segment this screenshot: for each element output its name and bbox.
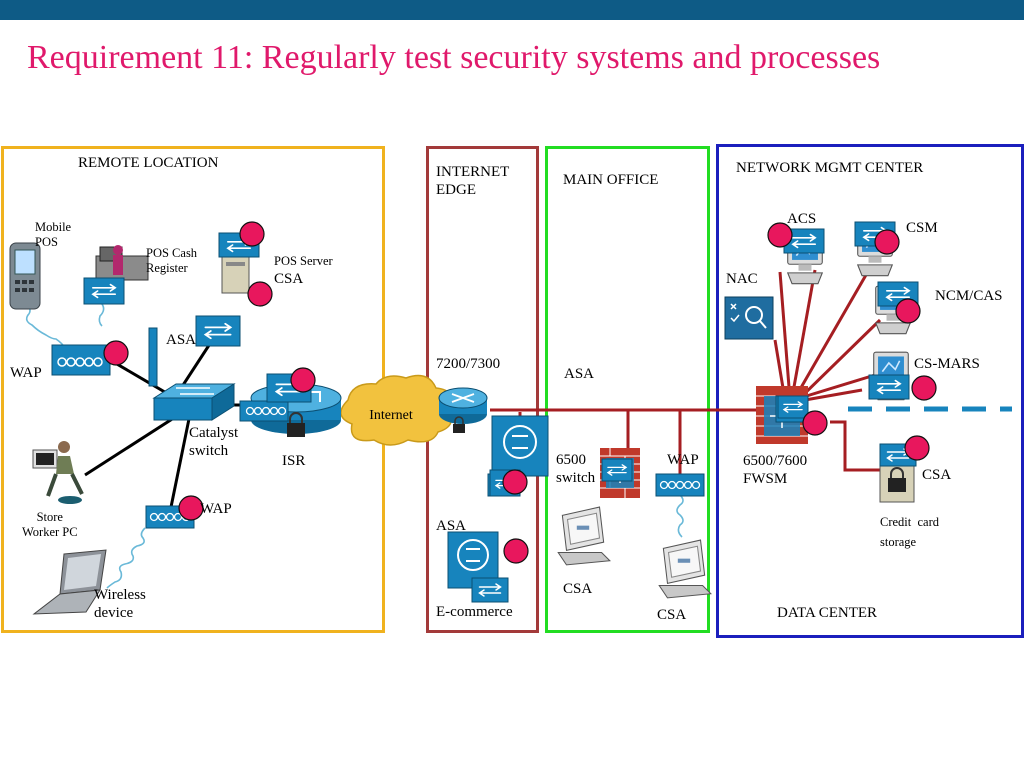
csa-main-1-pc-icon xyxy=(557,506,611,566)
wap-main-label: WAP xyxy=(667,452,699,468)
pos-cash-register-icon xyxy=(95,245,149,281)
internet-label: Internet xyxy=(369,408,413,423)
marker-isr xyxy=(290,367,316,393)
store-worker-pc-label: Store Worker PC xyxy=(22,510,78,539)
network-mgmt-title: NETWORK MGMT CENTER xyxy=(736,160,924,176)
ncm-cas-label: NCM/CAS xyxy=(935,288,1003,304)
asa-remote-label: ASA xyxy=(166,332,197,348)
pos-server-label: POS Server xyxy=(274,254,333,268)
wap-main-icon xyxy=(655,473,705,497)
marker-pos-csa xyxy=(247,281,273,307)
csm-label: CSM xyxy=(906,220,938,236)
internet-edge-title: INTERNET EDGE xyxy=(436,164,510,198)
network-mgmt-center-zone xyxy=(716,144,1024,638)
wap-remote-2-label: WAP xyxy=(200,501,232,517)
mobile-pos-icon xyxy=(9,242,41,310)
nac-label: NAC xyxy=(726,271,758,287)
marker-group xyxy=(103,221,937,564)
marker-ncm xyxy=(895,298,921,324)
marker-asa-main xyxy=(502,469,528,495)
asa-main-icon xyxy=(491,415,549,477)
wap-remote-1-icon xyxy=(51,344,111,376)
isr-lock-icon xyxy=(287,412,305,437)
csa-main-1-label: CSA xyxy=(563,581,593,597)
cs-mars-label: CS-MARS xyxy=(914,356,980,372)
marker-fwsm xyxy=(802,410,828,436)
marker-pos-server xyxy=(239,221,265,247)
wireless-device-label: Wireless device xyxy=(94,587,146,621)
catalyst-switch-label: Catalyst switch xyxy=(189,425,239,459)
main-office-zone xyxy=(545,146,710,633)
router-7200-label: 7200/7300 xyxy=(436,356,501,372)
asa-edge-label: ASA xyxy=(436,518,467,534)
marker-csm xyxy=(874,229,900,255)
wap-remote-1-label: WAP xyxy=(10,365,42,381)
csa-main-2-pc-icon xyxy=(658,539,712,599)
mobile-pos-label: Mobile POS xyxy=(35,220,72,249)
wireless-laptop-icon xyxy=(32,549,107,615)
top-banner xyxy=(0,0,1024,20)
credit-card-storage-label: Credit card storage xyxy=(880,515,940,549)
slide-title: Requirement 11: Regularly test security … xyxy=(27,39,881,76)
marker-wap-2 xyxy=(178,495,204,521)
store-worker-pc-icon xyxy=(32,441,84,504)
marker-acs xyxy=(767,222,793,248)
asa-main-label: ASA xyxy=(564,366,595,382)
remote-location-title: REMOTE LOCATION xyxy=(78,155,219,171)
acs-label: ACS xyxy=(787,211,817,227)
csa-main-2-label: CSA xyxy=(657,607,687,623)
nac-appliance-icon xyxy=(724,296,774,340)
data-center-title: DATA CENTER xyxy=(777,605,878,621)
switch-6500-label: 6500 switch xyxy=(556,452,596,486)
ecommerce-label: E-commerce xyxy=(436,604,513,620)
pos-server-icon xyxy=(221,254,250,294)
marker-csa-dc xyxy=(904,435,930,461)
fwsm-label: 6500/7600 FWSM xyxy=(743,453,808,487)
main-office-title: MAIN OFFICE xyxy=(563,172,659,188)
catalyst-switch-icon xyxy=(152,383,236,421)
marker-asa-edge xyxy=(503,538,529,564)
pos-cash-register-label: POS Cash Register xyxy=(146,246,198,275)
core-links xyxy=(490,267,882,478)
asa-remote-icon xyxy=(148,327,158,387)
marker-cs-mars xyxy=(911,375,937,401)
marker-wap-1 xyxy=(103,340,129,366)
router-7200-icon xyxy=(438,387,488,433)
csa-dc-label: CSA xyxy=(922,467,952,483)
pos-server-csa-label: CSA xyxy=(274,271,304,287)
isr-label: ISR xyxy=(282,453,306,469)
